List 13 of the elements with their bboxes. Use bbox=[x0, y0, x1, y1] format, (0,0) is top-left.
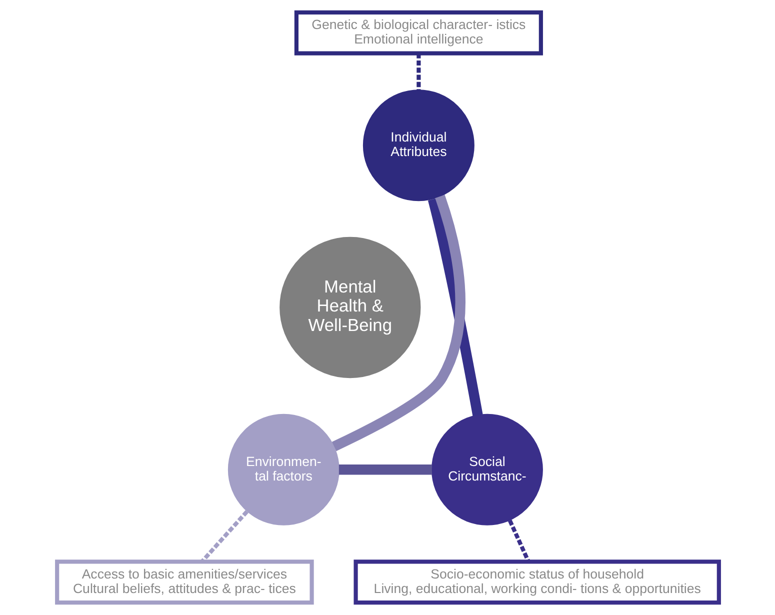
node-box: Genetic & biological character- istics Emotional intelligence bbox=[294, 10, 542, 56]
node-box: Socio-economic status of household Living, educational, working condi- tions & opportunities bbox=[353, 560, 720, 605]
node-circle: Social Circumstanc- bbox=[430, 414, 542, 526]
connector bbox=[331, 194, 465, 452]
connector bbox=[507, 520, 530, 562]
node-box: Access to basic amenities/services Cultural beliefs, attitudes & prac- tices bbox=[54, 560, 314, 605]
connector bbox=[200, 510, 248, 563]
node-circle: Mental Health & Well-Being bbox=[279, 236, 420, 378]
node-circle: Environmen- tal factors bbox=[227, 414, 339, 526]
node-circle: Individual Attributes bbox=[362, 90, 474, 202]
connector bbox=[427, 198, 482, 416]
connector bbox=[338, 464, 432, 475]
connector bbox=[416, 53, 420, 90]
